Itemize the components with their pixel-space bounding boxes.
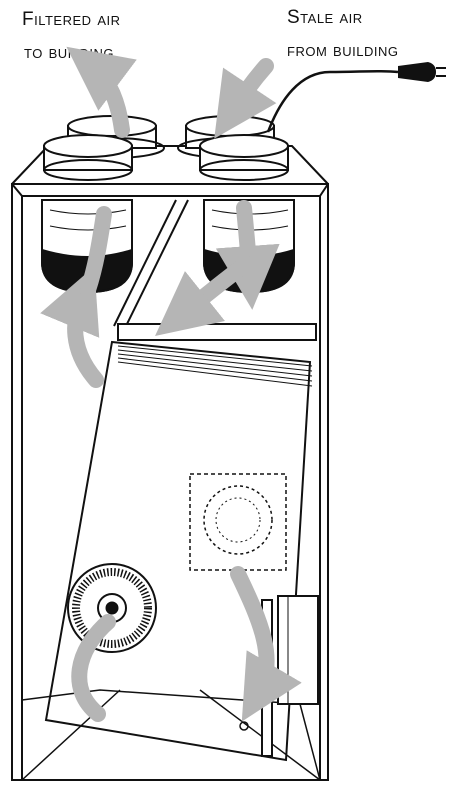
stale-air-in-arrow xyxy=(232,66,266,112)
front-right-duct-collar xyxy=(200,135,288,180)
fan-wheel-icon xyxy=(68,564,156,652)
power-cord xyxy=(268,62,446,132)
power-plug-icon xyxy=(398,62,436,82)
supply-rise-arrow xyxy=(75,296,96,380)
duct-collars xyxy=(44,116,288,180)
front-left-duct-collar xyxy=(44,135,132,180)
